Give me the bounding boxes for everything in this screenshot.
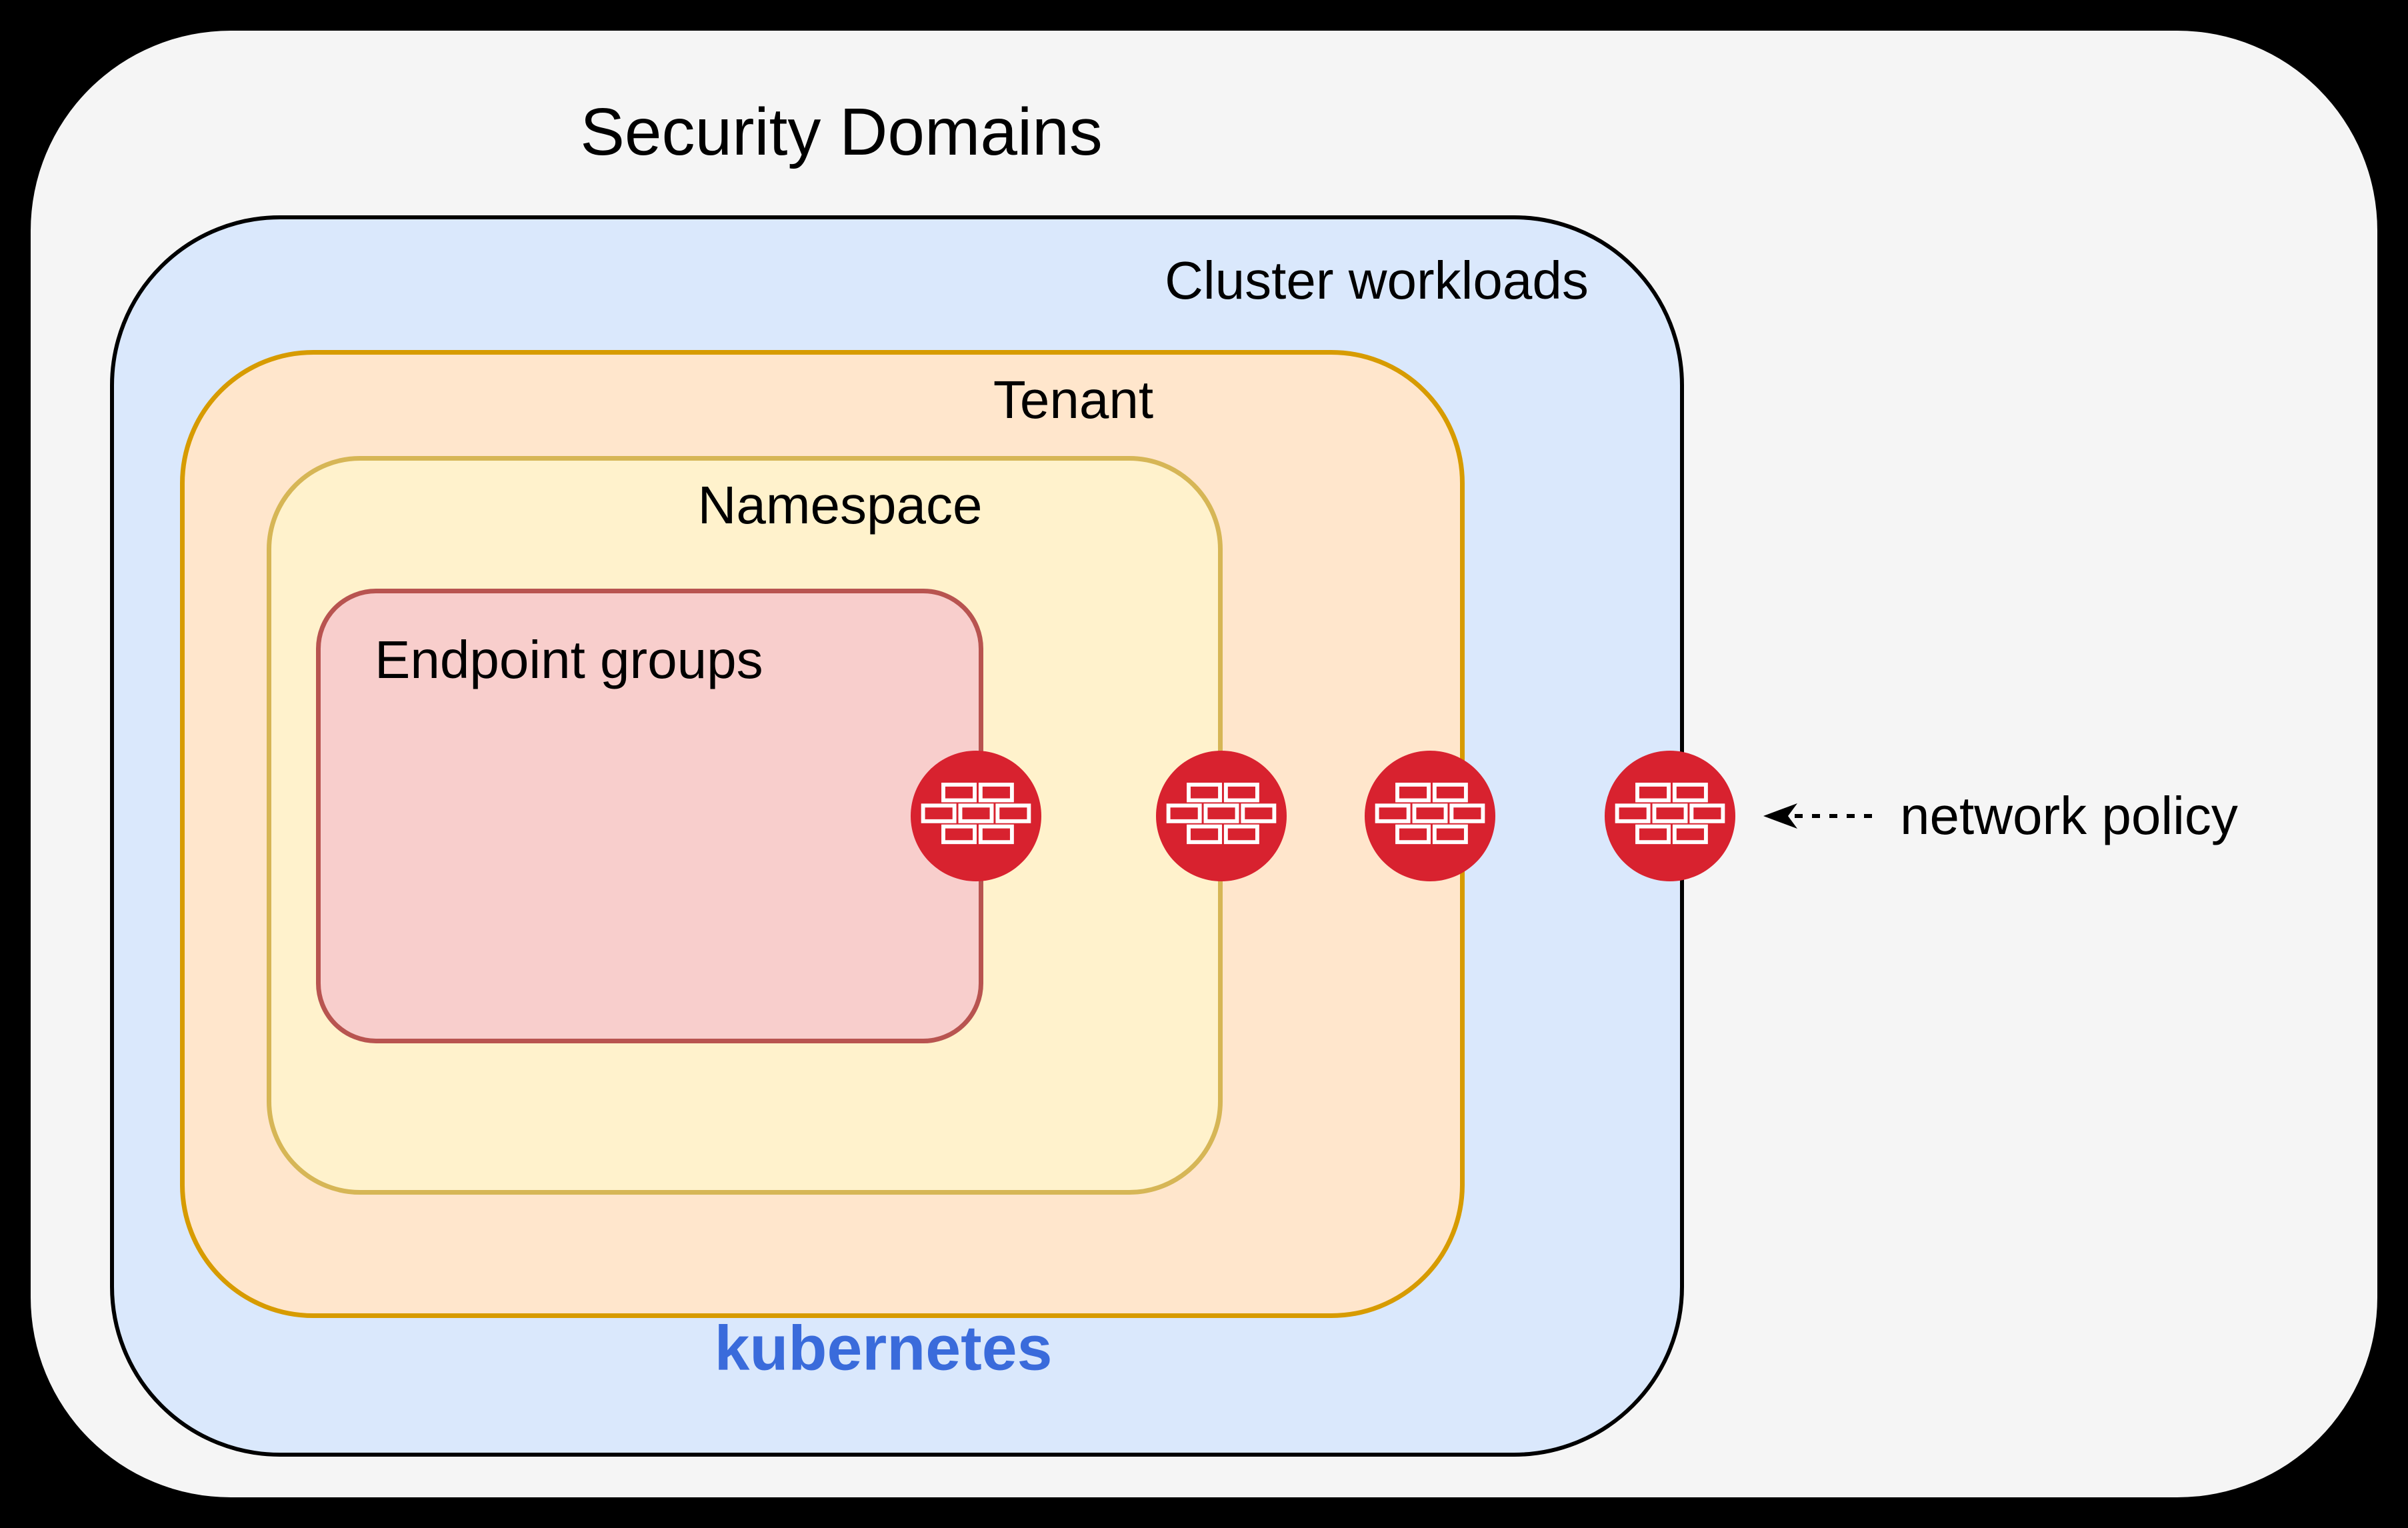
kubernetes-label: kubernetes [714,1313,1053,1384]
network-policy-arrow [1763,803,1875,829]
firewall-icon [1365,751,1495,881]
network-policy-label: network policy [1900,786,2238,845]
endpoint-groups-label: Endpoint groups [375,630,763,689]
page-title: Security Domains [580,95,1103,169]
firewall-icon [911,751,1041,881]
cluster-workloads-label: Cluster workloads [1165,251,1589,310]
namespace-label: Namespace [697,475,983,535]
endpoint-groups-box [316,589,983,1043]
tenant-label: Tenant [993,370,1154,429]
firewall-icon [1605,751,1735,881]
firewall-icon [1156,751,1287,881]
